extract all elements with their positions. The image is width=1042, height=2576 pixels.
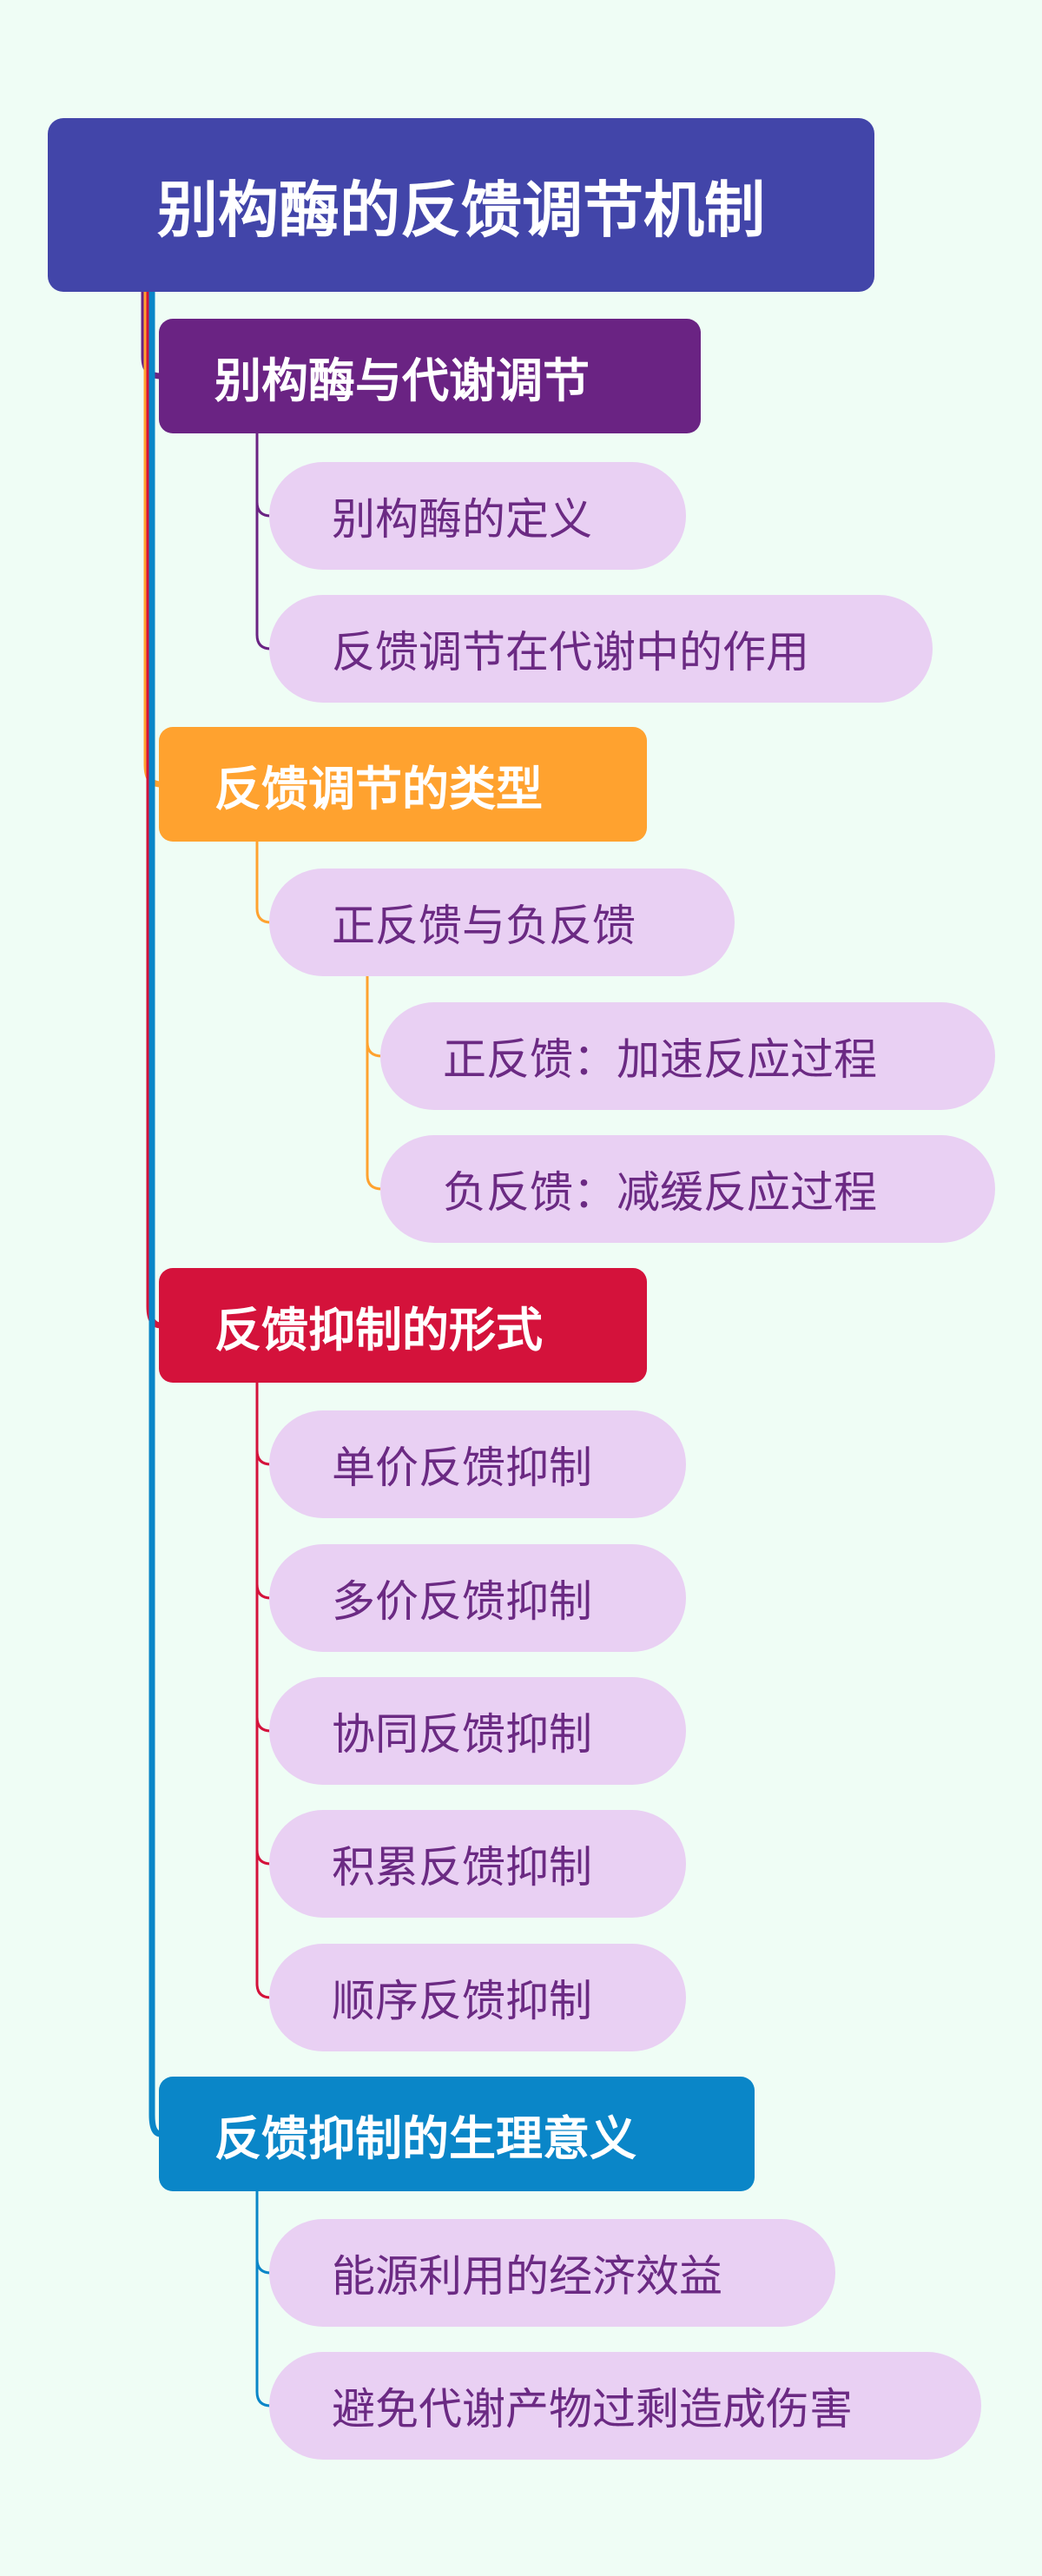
branch-connector: [255, 1381, 273, 1466]
leaf-positive-negative[interactable]: 正反馈与负反馈: [269, 869, 735, 976]
leaf-feedback-role[interactable]: 反馈调节在代谢中的作用: [269, 595, 933, 703]
leaf-label: 协同反馈抑制: [332, 1709, 592, 1760]
branch-connector: [255, 432, 273, 518]
leaf-label: 正反馈与负反馈: [332, 901, 636, 951]
section-inhibition-forms[interactable]: 反馈抑制的形式: [159, 1268, 647, 1383]
leaf-label: 负反馈：减缓反应过程: [443, 1167, 877, 1218]
leaf-label: 反馈调节在代谢中的作用: [332, 627, 809, 677]
section-title: 反馈抑制的生理意义: [214, 2110, 636, 2166]
branch-connector: [366, 974, 384, 1058]
leaf-negative-feedback[interactable]: 负反馈：减缓反应过程: [380, 1135, 995, 1243]
leaf-positive-feedback[interactable]: 正反馈：加速反应过程: [380, 1002, 995, 1110]
leaf-allosteric-definition[interactable]: 别构酶的定义: [269, 462, 686, 570]
branch-connector: [255, 1381, 273, 1600]
root-title: 别构酶的反馈调节机制: [157, 174, 765, 246]
branch-connector: [366, 974, 384, 1191]
leaf-monovalent[interactable]: 单价反馈抑制: [269, 1410, 686, 1518]
leaf-sequential[interactable]: 顺序反馈抑制: [269, 1944, 686, 2051]
leaf-label: 单价反馈抑制: [332, 1443, 592, 1493]
section-title: 反馈调节的类型: [214, 761, 543, 816]
leaf-multivalent[interactable]: 多价反馈抑制: [269, 1544, 686, 1652]
branch-connector: [255, 1381, 273, 1866]
branch-connector: [255, 432, 273, 651]
branch-connector: [255, 2190, 273, 2275]
section-metabolic-regulation[interactable]: 别构酶与代谢调节: [159, 319, 701, 433]
section-title: 别构酶与代谢调节: [214, 353, 590, 408]
branch-connector: [255, 1381, 273, 1733]
section-title: 反馈抑制的形式: [214, 1302, 543, 1357]
leaf-label: 积累反馈抑制: [332, 1842, 592, 1892]
leaf-energy-economy[interactable]: 能源利用的经济效益: [269, 2219, 835, 2327]
leaf-label: 避免代谢产物过剩造成伤害: [332, 2384, 853, 2434]
leaf-label: 多价反馈抑制: [332, 1576, 592, 1627]
root-connector: [148, 280, 164, 2137]
branch-connector: [255, 2190, 273, 2408]
leaf-cumulative[interactable]: 积累反馈抑制: [269, 1810, 686, 1918]
section-physiological-significance[interactable]: 反馈抑制的生理意义: [159, 2077, 755, 2191]
leaf-label: 别构酶的定义: [332, 494, 592, 545]
leaf-label: 顺序反馈抑制: [332, 1976, 592, 2026]
branch-connector: [255, 1381, 273, 1999]
root-node[interactable]: 别构酶的反馈调节机制: [48, 118, 874, 292]
leaf-label: 正反馈：加速反应过程: [443, 1034, 877, 1085]
leaf-label: 能源利用的经济效益: [332, 2251, 722, 2302]
leaf-cooperative[interactable]: 协同反馈抑制: [269, 1677, 686, 1785]
section-feedback-types[interactable]: 反馈调节的类型: [159, 727, 647, 842]
branch-connector: [255, 840, 273, 924]
leaf-avoid-excess[interactable]: 避免代谢产物过剩造成伤害: [269, 2352, 981, 2460]
